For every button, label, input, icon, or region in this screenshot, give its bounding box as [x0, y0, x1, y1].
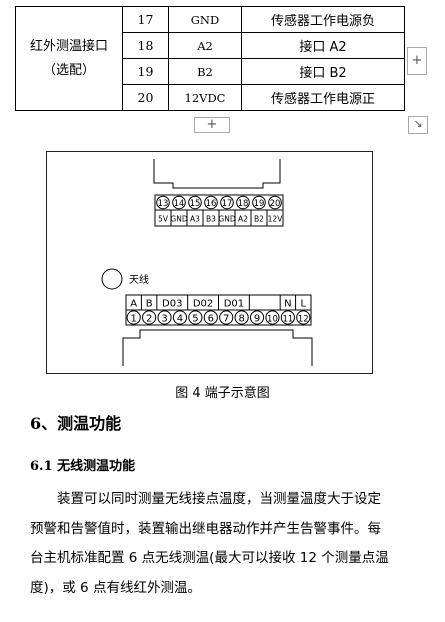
- top-pin-number: 18: [238, 199, 249, 209]
- table-row: 19 B2 接口 B2: [16, 58, 405, 85]
- bottom-pin-circle: [157, 310, 172, 325]
- paragraph-line: 装置可以同时测量无线接点温度，当测量温度大于设定: [57, 491, 381, 507]
- bottom-group-label: D03: [162, 299, 182, 310]
- signal-cell: B2: [168, 58, 242, 85]
- bottom-group-label: D01: [224, 299, 244, 310]
- pin-cell: 17: [122, 6, 169, 33]
- table-row: 红外测温接口 （选配） 17 GND 传感器工作电源负: [15, 6, 405, 111]
- bottom-group-label: L: [301, 299, 307, 310]
- antenna-icon: [101, 268, 123, 290]
- top-pin-label: 5V: [158, 215, 169, 224]
- paragraph: 装置可以同时测量无线接点温度，当测量温度大于设定 预警和告警值时，装置输出继电器…: [30, 485, 395, 603]
- top-pin-circle: [172, 195, 186, 210]
- bottom-group-label: D02: [193, 299, 213, 310]
- desc-cell: 传感器工作电源正: [241, 84, 405, 111]
- pin-cell: 18: [122, 32, 169, 59]
- top-pin-number: 17: [222, 199, 233, 209]
- top-pin-number: 20: [270, 199, 281, 209]
- paragraph-line: 度)，或 6 点有线红外测温。: [30, 579, 201, 596]
- bottom-pin-circle: [249, 310, 265, 325]
- top-pin-circle: [188, 195, 202, 210]
- bottom-pin-circle: [265, 310, 280, 325]
- bottom-pin-circle: [203, 310, 218, 325]
- bottom-pin-number: 6: [208, 314, 214, 325]
- bottom-pin-number: 7: [223, 314, 229, 325]
- signal-cell: 12VDC: [168, 84, 242, 111]
- top-connector-outline: [153, 159, 281, 189]
- desc-cell: 传感器工作电源负: [241, 6, 405, 33]
- resize-icon[interactable]: ↘: [408, 116, 428, 134]
- top-pin-number: 15: [190, 199, 201, 209]
- bottom-connector-outline: [122, 329, 313, 366]
- bottom-pin-number: 8: [238, 314, 244, 325]
- antenna-label: 天线: [129, 273, 149, 286]
- bottom-group-label: B: [146, 299, 153, 310]
- table-row: 20 12VDC 传感器工作电源正: [16, 84, 405, 111]
- top-pin-circle: [236, 195, 250, 210]
- top-pin-number: 16: [206, 199, 217, 209]
- bottom-pin-number: 5: [192, 314, 198, 325]
- top-pin-label: B2: [254, 215, 264, 224]
- desc-cell: 接口 A2: [241, 32, 405, 59]
- top-pin-circle: [252, 195, 266, 210]
- top-pin-circle: [204, 195, 218, 210]
- group-label-line2: （选配）: [42, 62, 95, 78]
- top-pin-number: 13: [158, 199, 169, 209]
- top-pin-circle: [156, 195, 170, 210]
- figure-caption: 图 4 端子示意图: [175, 386, 270, 401]
- bottom-pin-circle: [296, 310, 311, 325]
- bottom-pin-number: 12: [298, 315, 309, 325]
- section-heading: 6、测温功能: [30, 414, 122, 433]
- bottom-pin-circle: [219, 310, 234, 325]
- bottom-pin-circle: [126, 310, 141, 325]
- top-pin-label: A3: [190, 215, 200, 224]
- pin-cell: 19: [122, 58, 169, 85]
- pin-table: 红外测温接口 （选配） 17 GND 传感器工作电源负 18 A2 接口 A2 …: [15, 6, 405, 111]
- top-pin-circle: [268, 195, 282, 210]
- top-pin-label: GND: [218, 215, 235, 224]
- bottom-pin-circle: [172, 310, 188, 325]
- bottom-pin-number: 9: [254, 314, 260, 325]
- bottom-pin-circle: [280, 310, 295, 325]
- bottom-pin-number: 11: [282, 315, 293, 325]
- signal-cell: GND: [168, 6, 242, 33]
- add-column-button[interactable]: +: [407, 47, 427, 75]
- top-pin-label: A2: [238, 215, 248, 224]
- bottom-pin-circle: [234, 310, 249, 325]
- bottom-pin-number: 3: [161, 314, 167, 325]
- top-pin-number: 14: [174, 199, 185, 209]
- paragraph-line: 预警和告警值时，装置输出继电器动作并产生告警事件。每: [30, 520, 381, 537]
- signal-cell: A2: [168, 32, 242, 59]
- bottom-pin-number: 1: [131, 314, 137, 325]
- bottom-pin-number: 2: [146, 314, 152, 325]
- top-pin-label: B3: [206, 215, 216, 224]
- bottom-pin-circle: [188, 310, 203, 325]
- add-row-button[interactable]: +: [194, 117, 230, 133]
- desc-cell: 接口 B2: [241, 58, 405, 85]
- group-label: 红外测温接口 （选配）: [15, 6, 123, 111]
- bottom-group-label: N: [284, 299, 291, 310]
- paragraph-line: 台主机标准配置 6 点无线测温(最大可以接收 12 个测量点温: [30, 550, 389, 566]
- bottom-group-label: A: [130, 299, 137, 310]
- bottom-pin-number: 4: [177, 314, 183, 325]
- pin-cell: 20: [122, 84, 169, 111]
- bottom-pin-circle: [142, 310, 157, 325]
- top-pin-circle: [220, 195, 234, 210]
- subsection-heading: 6.1 无线测温功能: [30, 459, 136, 474]
- top-pin-label: 12V: [268, 215, 284, 224]
- bottom-pin-number: 10: [267, 315, 278, 325]
- top-pin-label: GND: [170, 215, 187, 224]
- group-label-line1: 红外测温接口: [29, 38, 108, 54]
- top-pin-number: 19: [254, 199, 265, 209]
